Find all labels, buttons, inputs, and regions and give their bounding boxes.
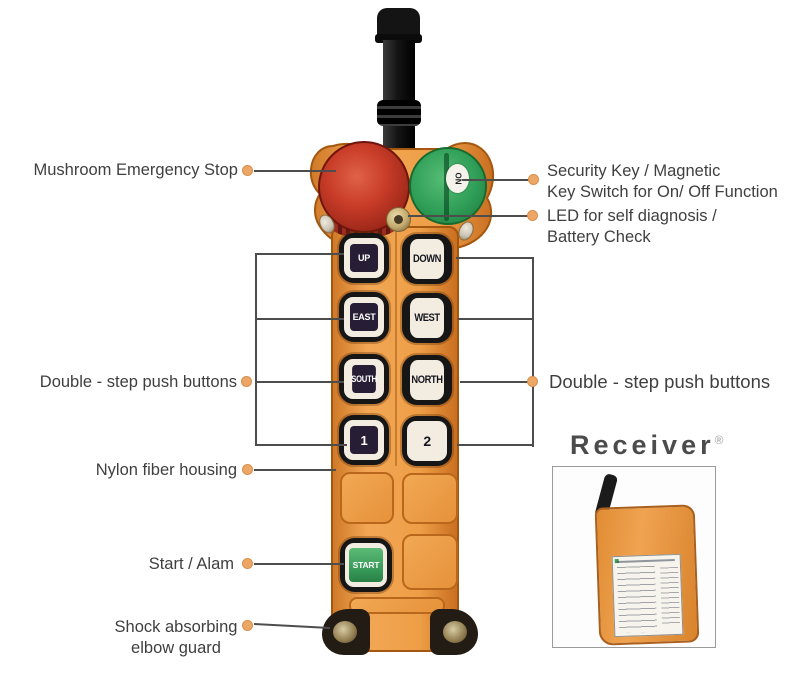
label-shock-line2: elbow guard <box>131 639 221 657</box>
button-chip: 1 <box>350 426 378 454</box>
leader-line-nylon-housing <box>254 469 336 471</box>
label-double-step-left: Double - step push buttons <box>39 373 237 391</box>
led-indicator <box>386 207 411 232</box>
button-face: 1 <box>344 420 384 460</box>
antenna-cap <box>377 8 420 38</box>
label-led-line2: Battery Check <box>547 228 651 246</box>
bracket-right-branch-west <box>458 318 532 320</box>
button-chip: SOUTH <box>351 365 377 393</box>
elbow-guard-right <box>430 609 478 655</box>
label-start-alarm: Start / Alam <box>148 555 234 573</box>
receiver-spec-plate <box>611 553 684 638</box>
label-shock-line1: Shock absorbing <box>114 618 238 636</box>
callout-dot-mushroom <box>242 165 253 176</box>
antenna-ribs <box>377 100 421 126</box>
push-button-north: NORTH <box>402 355 452 405</box>
leader-line-start <box>254 563 344 565</box>
bracket-left-vertical <box>255 253 257 446</box>
push-button-west: WEST <box>402 293 452 343</box>
button-face: NORTH <box>410 360 444 400</box>
button-chip: EAST <box>350 303 378 331</box>
led-core <box>394 215 403 224</box>
registered-mark: ® <box>714 433 724 447</box>
bracket-right-branch-north <box>460 381 532 383</box>
blank-panel-1 <box>340 472 394 524</box>
button-face: 2 <box>407 421 447 461</box>
plate-header-line <box>616 559 675 564</box>
antenna-cap-lip <box>375 34 422 43</box>
receiver-title: Receiver® <box>570 430 723 461</box>
bracket-right-branch-2 <box>457 444 532 446</box>
bracket-left-branch-1 <box>255 444 347 446</box>
callout-dot-double-right <box>527 376 538 387</box>
button-face: START <box>345 543 387 587</box>
callout-dot-security-key <box>528 174 539 185</box>
label-mushroom-emergency-stop: Mushroom Emergency Stop <box>33 161 238 179</box>
key-switch-tag: ON <box>446 164 469 193</box>
button-face: WEST <box>410 298 444 338</box>
leader-line-led <box>408 215 533 217</box>
label-security-key-line2: Key Switch for On/ Off Function <box>547 183 778 201</box>
blank-panel-strip <box>349 597 445 614</box>
button-face: UP <box>344 238 384 278</box>
bracket-left-branch-south <box>255 381 344 383</box>
bracket-right-branch-down <box>456 257 532 259</box>
button-face: DOWN <box>410 239 444 279</box>
bracket-left-branch-east <box>255 318 344 320</box>
leader-line-mushroom <box>254 170 336 172</box>
push-button-south: SOUTH <box>339 354 389 404</box>
guard-bolt-left <box>333 621 357 643</box>
callout-dot-nylon-housing <box>242 464 253 475</box>
button-face: EAST <box>344 297 384 337</box>
label-security-key-line1: Security Key / Magnetic <box>547 162 721 180</box>
push-button-up: UP <box>339 233 389 283</box>
key-switch-label: ON <box>453 172 462 185</box>
button-chip: UP <box>350 244 378 272</box>
guard-bolt-right <box>443 621 467 643</box>
label-double-step-right: Double - step push buttons <box>549 371 771 392</box>
label-shock-guard: Shock absorbing elbow guard <box>110 617 242 659</box>
label-led-diagnosis: LED for self diagnosis / Battery Check <box>547 206 717 248</box>
blank-panel-3 <box>402 534 458 590</box>
label-security-key: Security Key / Magnetic Key Switch for O… <box>547 161 778 203</box>
callout-dot-start <box>242 558 253 569</box>
label-nylon-housing: Nylon fiber housing <box>95 461 237 479</box>
key-slot <box>444 153 449 221</box>
blank-panel-2 <box>402 473 458 524</box>
push-button-2: 2 <box>402 416 452 466</box>
label-led-line1: LED for self diagnosis / <box>547 207 717 225</box>
bracket-left-branch-up <box>255 253 344 255</box>
elbow-guard-left <box>322 609 370 655</box>
start-button: START <box>340 538 392 592</box>
transmitter-center-seam <box>395 230 397 466</box>
bracket-right-vertical <box>532 257 534 447</box>
plate-text-column-left <box>616 565 658 634</box>
callout-dot-shock-guard <box>242 620 253 631</box>
button-face: SOUTH <box>344 359 384 399</box>
push-button-down: DOWN <box>402 234 452 284</box>
leader-line-security-key <box>462 179 534 181</box>
push-button-east: EAST <box>339 292 389 342</box>
start-button-chip: START <box>349 548 383 582</box>
leader-line-shock-guard <box>253 623 331 629</box>
plate-text-column-right <box>660 566 681 626</box>
callout-dot-double-left <box>241 376 252 387</box>
receiver-title-text: Receiver <box>570 430 715 460</box>
key-switch: ON <box>409 147 487 225</box>
push-button-1: 1 <box>339 415 389 465</box>
callout-dot-led <box>527 210 538 221</box>
